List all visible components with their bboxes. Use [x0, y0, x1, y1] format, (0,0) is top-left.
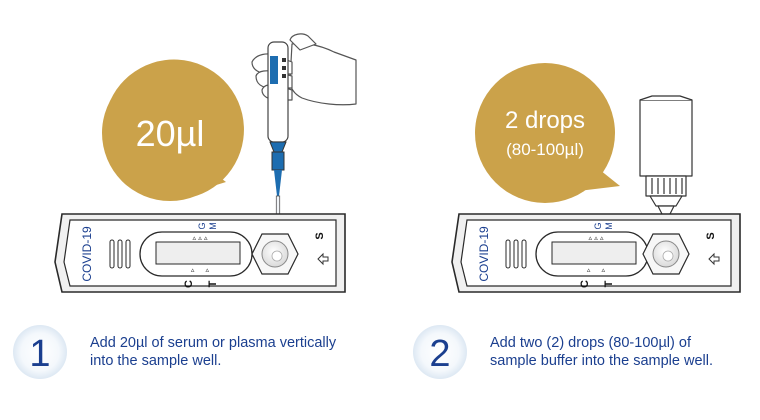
bubble-volume-text: 20µl — [136, 113, 205, 154]
label-c: C — [579, 280, 591, 288]
result-window — [551, 241, 637, 265]
test-cassette: COVID-19 ▵ ▵ ▵ ▵ ▵ G M C T S — [54, 213, 346, 293]
bubble-drops-text: 2 drops — [505, 107, 585, 134]
arrow-up-marks-bottom: ▵ ▵ — [191, 266, 210, 274]
arrow-icon — [708, 252, 720, 266]
label-t: T — [207, 280, 219, 287]
sample-well — [642, 233, 690, 275]
grip-lines — [505, 239, 527, 269]
step-number: 2 — [429, 333, 450, 375]
step-1-instruction: Add 20µl of serum or plasma vertically i… — [90, 335, 337, 369]
pipette-icon — [267, 41, 289, 223]
volume-bubble: 2 drops (80-100µl) — [475, 63, 620, 203]
step-number: 1 — [29, 333, 50, 375]
cassette-brand: COVID-19 — [80, 226, 94, 282]
grip-lines — [109, 239, 131, 269]
test-cassette: COVID-19 ▵ ▵ ▵ ▵ ▵ G M C T S — [451, 213, 741, 293]
dropper-bottle-icon — [639, 95, 693, 219]
label-m: M — [604, 222, 614, 230]
label-g: G — [197, 222, 207, 229]
volume-bubble: 20µl — [102, 59, 244, 201]
label-m: M — [208, 222, 218, 230]
arrow-icon — [317, 252, 329, 266]
cassette-brand: COVID-19 — [477, 226, 491, 282]
label-g: G — [593, 222, 603, 229]
step-2-instruction: Add two (2) drops (80-100µl) of sample b… — [490, 335, 713, 369]
label-t: T — [603, 280, 615, 287]
label-s: S — [705, 232, 717, 239]
label-c: C — [183, 280, 195, 288]
label-s: S — [314, 232, 326, 239]
step-2-badge: 2 — [413, 325, 467, 379]
arrow-up-marks-bottom: ▵ ▵ — [587, 266, 606, 274]
panel-2: 2 drops (80-100µl) COVID-19 — [413, 63, 741, 379]
sample-well — [251, 233, 299, 275]
result-window — [155, 241, 241, 265]
arrow-up-marks-top: ▵ ▵ ▵ — [193, 234, 208, 242]
panel-1: 20µl COVID-19 — [13, 33, 357, 379]
bubble-volume-text: (80-100µl) — [506, 140, 584, 159]
arrow-up-marks-top: ▵ ▵ ▵ — [589, 234, 604, 242]
step-1-badge: 1 — [13, 325, 67, 379]
